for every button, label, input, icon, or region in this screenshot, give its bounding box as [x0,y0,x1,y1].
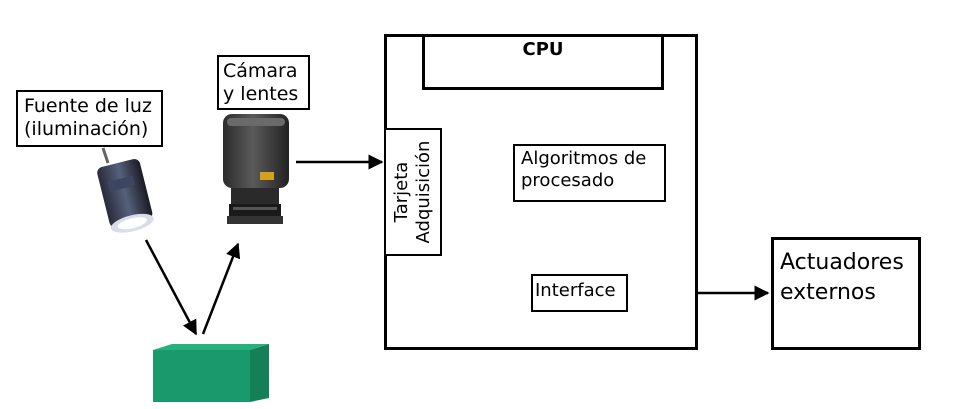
actuators-line2: externos [780,280,876,305]
light-source-line2: (iluminación) [24,118,149,140]
card-line1: Tarjeta [391,161,412,223]
interface-box: Interface [531,274,628,312]
camera-line1: Cámara [223,60,298,82]
actuators-line1: Actuadores [780,250,904,275]
light-ray-down [144,239,198,336]
light-ray-up [201,242,241,335]
acquisition-card-box: Tarjeta Adquisición [384,128,442,256]
interface-label: Interface [535,280,616,301]
camera-line2: y lentes [223,83,299,105]
algorithms-line2: procesado [521,170,615,191]
light-source-label: Fuente de luz (iluminación) [16,90,163,147]
card-line2: Adquisición [413,140,434,244]
algorithms-box: Algoritmos de procesado [513,144,666,202]
lamp-icon [97,147,154,233]
light-source-line1: Fuente de luz [24,95,152,117]
camera-label: Cámara y lentes [217,55,310,110]
algorithms-line1: Algoritmos de [521,148,647,169]
cpu-box: CPU [422,34,664,90]
cpu-label: CPU [522,39,564,60]
object-block [153,344,269,402]
camera-icon [223,114,289,224]
actuators-box: Actuadores externos [771,237,921,350]
acquisition-card-text: Tarjeta Adquisición [391,130,435,254]
